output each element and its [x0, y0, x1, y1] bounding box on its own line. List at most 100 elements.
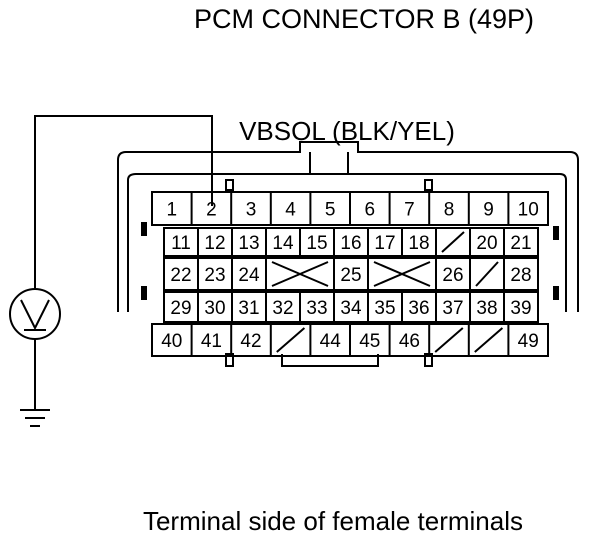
pin-number: 36	[408, 298, 429, 319]
pin-number: 9	[483, 200, 494, 221]
pin-cell: 9	[483, 192, 510, 225]
pin-cell: 30	[204, 292, 233, 322]
pin-cell: 34	[340, 292, 369, 322]
pin-number: 24	[238, 265, 260, 286]
pin-cell-empty	[373, 258, 437, 290]
pin-cell: 5	[325, 192, 351, 225]
pin-cell: 22	[170, 258, 199, 290]
pin-cell: 2	[206, 192, 233, 225]
pin-number: 32	[272, 298, 293, 319]
pin-number: 38	[476, 298, 497, 319]
pin-number: 3	[246, 200, 257, 221]
pin-cell: 41	[201, 324, 233, 356]
pin-cell: 44	[320, 324, 351, 356]
pin-number: 8	[444, 200, 455, 221]
pin-cell: 40	[161, 324, 193, 356]
pin-cell: 26	[442, 258, 471, 290]
pin-cell: 20	[476, 228, 505, 256]
pin-cell: 11	[171, 228, 199, 256]
pin-cell: 42	[240, 324, 272, 356]
pin-number: 39	[510, 298, 531, 319]
pin-number: 28	[510, 265, 531, 286]
pin-cell: 33	[306, 292, 335, 322]
connector-housing	[117, 141, 579, 367]
pin-cell: 46	[399, 324, 431, 356]
pin-cell: 29	[170, 292, 199, 322]
voltmeter-icon	[9, 288, 61, 340]
pin-number: 12	[204, 233, 225, 254]
pin-cell: 15	[306, 228, 335, 256]
pin-number: 17	[374, 233, 395, 254]
pin-cell-empty	[271, 258, 335, 290]
pin-number: 2	[206, 200, 217, 221]
pin-cell: 23	[204, 258, 233, 290]
pin-cell-empty	[474, 324, 510, 356]
pin-row	[163, 257, 539, 291]
pin-number: 29	[170, 298, 191, 319]
pin-number: 16	[340, 233, 361, 254]
pin-cell-empty	[475, 258, 505, 290]
pin-cell: 6	[365, 192, 391, 225]
pin-cell: 36	[408, 292, 437, 322]
pin-cell: 8	[444, 192, 470, 225]
pin-cell: 39	[510, 298, 531, 319]
pin-number: 35	[374, 298, 395, 319]
pin-cell: 28	[510, 265, 531, 286]
pin-cell: 35	[374, 292, 403, 322]
pin-cell-empty	[441, 228, 471, 256]
pin-cell: 21	[510, 233, 531, 254]
pin-number: 31	[238, 298, 259, 319]
pin-cell: 38	[476, 292, 505, 322]
pin-number: 13	[238, 233, 259, 254]
pin-number: 21	[510, 233, 531, 254]
pin-number: 34	[340, 298, 362, 319]
pin-number: 25	[340, 265, 361, 286]
pin-number: 6	[365, 200, 376, 221]
pin-number: 40	[161, 331, 182, 352]
pin-cell: 18	[408, 228, 437, 256]
pin-row	[163, 227, 539, 257]
pin-number: 4	[285, 200, 296, 221]
pin-cell-empty	[434, 324, 470, 356]
pin-number: 15	[306, 233, 327, 254]
pin-number: 23	[204, 265, 225, 286]
pin-cell: 10	[518, 200, 539, 221]
pin-cell: 45	[359, 324, 391, 356]
pin-cell: 1	[167, 192, 193, 225]
pin-cell: 13	[238, 228, 267, 256]
pin-number: 5	[325, 200, 336, 221]
pin-cell: 49	[518, 331, 539, 352]
pin-cell-empty	[276, 324, 312, 356]
diagram-title: PCM CONNECTOR B (49P)	[194, 4, 534, 34]
pin-row	[163, 291, 539, 323]
pin-number: 37	[442, 298, 463, 319]
pin-number: 42	[240, 331, 261, 352]
probe-wire	[34, 115, 213, 288]
pin-cell: 3	[246, 192, 272, 225]
pin-number: 7	[404, 200, 415, 221]
pin-cell: 25	[340, 258, 369, 290]
pin-number: 45	[359, 331, 380, 352]
pin-number: 1	[167, 200, 178, 221]
pin-number: 30	[204, 298, 225, 319]
pin-cell: 31	[238, 292, 267, 322]
pin-cell: 4	[285, 192, 312, 225]
pin-cell: 7	[404, 192, 431, 225]
pin-cell: 14	[272, 228, 301, 256]
pin-number: 41	[201, 331, 222, 352]
pin-number: 18	[408, 233, 429, 254]
pin-cell: 37	[442, 292, 471, 322]
pin-number: 20	[476, 233, 497, 254]
pin-number: 10	[518, 200, 539, 221]
pin-cell: 32	[272, 292, 301, 322]
pin-number: 33	[306, 298, 327, 319]
pin-number: 44	[320, 331, 342, 352]
pin-number: 46	[399, 331, 420, 352]
pin-number: 22	[170, 265, 191, 286]
pin-number: 26	[442, 265, 463, 286]
pin-cell: 16	[340, 228, 369, 256]
pin-number: 11	[171, 233, 191, 254]
pin-number: 49	[518, 331, 539, 352]
